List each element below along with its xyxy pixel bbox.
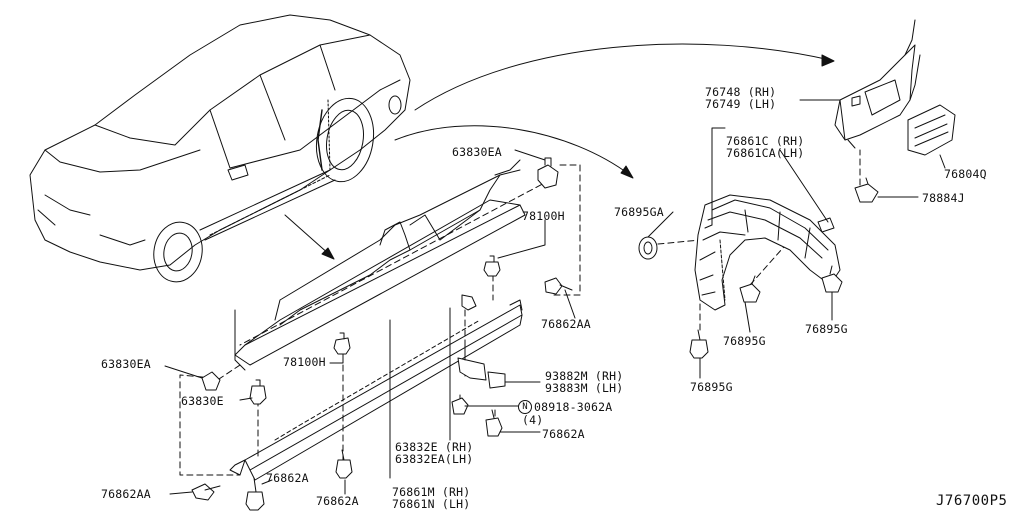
diagram-reference-code: J76700P5 [936, 493, 1008, 509]
pointer-arrows [284, 43, 835, 260]
label-76861CA: 76861CA(LH) [726, 146, 805, 160]
label-93883M: 93883M (LH) [545, 381, 624, 395]
label-08918-qty: (4) [522, 413, 544, 427]
fasteners [191, 157, 573, 511]
label-76895G-c: 76895G [690, 380, 733, 394]
label-78100H-top: 78100H [522, 209, 565, 223]
nut-badge-icon: N [518, 400, 532, 414]
label-93882M-group: 93882M (RH) 93883M (LH) [545, 370, 623, 394]
label-76862A-mid: 76862A [542, 427, 585, 441]
label-76895G-b: 76895G [805, 322, 848, 336]
label-76861C-group: 76861C (RH) 76861CA(LH) [726, 135, 804, 159]
label-76749: 76749 (LH) [705, 97, 777, 111]
label-76895GA: 76895GA [614, 205, 664, 219]
label-63832E-group: 63832E (RH) 63832EA(LH) [395, 441, 473, 465]
fuel-door-panel [799, 19, 956, 203]
label-76862A-bottom2: 76862A [316, 494, 359, 508]
label-76861C: 76861C (RH) [726, 134, 805, 148]
inner-fender [694, 127, 841, 311]
label-76861M-group: 76861M (RH) 76861N (LH) [392, 486, 470, 510]
label-63832EA: 63832EA(LH) [395, 452, 474, 466]
label-78100H-bottom: 78100H [283, 355, 326, 369]
label-76861N: 76861N (LH) [392, 497, 471, 511]
leader-lines [164, 149, 946, 495]
label-76862AA-mid: 76862AA [541, 317, 591, 331]
fender-fasteners [638, 236, 843, 359]
label-76748-group: 76748 (RH) 76749 (LH) [705, 86, 776, 110]
label-63832E: 63832E (RH) [395, 440, 474, 454]
label-76804Q: 76804Q [944, 167, 987, 181]
label-76748: 76748 (RH) [705, 85, 777, 99]
label-76862AA-bottom: 76862AA [101, 487, 151, 501]
label-76895G-a: 76895G [723, 334, 766, 348]
label-63830EA-top: 63830EA [452, 145, 502, 159]
label-08918: 08918-3062A [534, 399, 613, 414]
car-body [29, 14, 411, 283]
label-76861M: 76861M (RH) [392, 485, 471, 499]
label-78884J: 78884J [922, 191, 965, 205]
label-63830E: 63830E [181, 394, 224, 408]
label-63830EA-left: 63830EA [101, 357, 151, 371]
label-93882M: 93882M (RH) [545, 369, 624, 383]
label-76862A-bottom1: 76862A [266, 471, 309, 485]
